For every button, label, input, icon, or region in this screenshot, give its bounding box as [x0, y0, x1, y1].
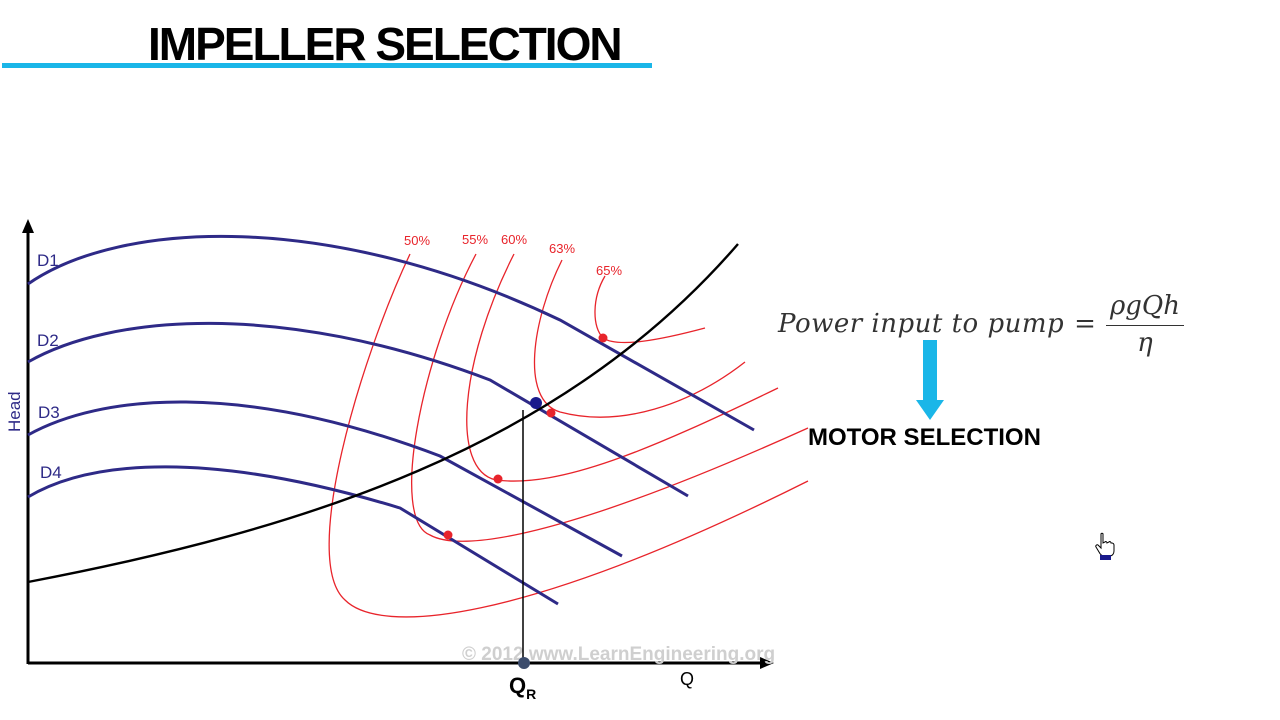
impeller-curves [27, 234, 755, 606]
formula-equals: = [1074, 309, 1096, 339]
impeller-curve-d3 [27, 400, 623, 558]
motor-selection-label: MOTOR SELECTION [808, 424, 1041, 451]
axes [22, 219, 774, 669]
formula-lhs: Power input to pump [778, 309, 1065, 339]
efficiency-point [546, 408, 556, 418]
efficiency-label-63: 63% [549, 241, 575, 256]
impeller-label-d4: D4 [40, 463, 62, 482]
formula-numerator: ρgQh [1105, 291, 1184, 326]
efficiency-contour-55 [411, 253, 809, 542]
down-arrow-icon [916, 340, 944, 420]
hand-cursor-icon [1095, 532, 1115, 560]
impeller-curve-d4 [27, 465, 559, 606]
efficiency-label-50: 50% [404, 233, 430, 248]
efficiency-label-55: 55% [462, 232, 488, 247]
operating-flow-label: QR [509, 673, 536, 702]
watermark: © 2012 www.LearnEngineering.org [462, 644, 775, 665]
impeller-curve-d1 [27, 234, 755, 432]
operating-point [530, 397, 542, 409]
operating-flow-label-subscript: R [526, 686, 536, 702]
efficiency-label-65: 65% [596, 263, 622, 278]
slide-title: IMPELLER SELECTION [148, 18, 623, 70]
impeller-label-d2: D2 [37, 331, 59, 350]
x-axis-label: Q [680, 669, 694, 689]
y-axis-label: Head [5, 391, 24, 432]
operating-flow-axis-marker [518, 657, 530, 669]
impeller-label-d1: D1 [37, 251, 59, 270]
efficiency-point [443, 530, 453, 540]
efficiency-contour-50 [328, 253, 809, 618]
efficiency-contours [328, 253, 809, 618]
efficiency-contour-65 [594, 275, 706, 344]
y-axis-arrowhead [22, 219, 34, 233]
system-curve [27, 243, 739, 584]
efficiency-contour-60 [466, 253, 779, 482]
efficiency-point [598, 333, 608, 343]
formula-fraction: ρgQh η [1105, 291, 1184, 358]
efficiency-point [493, 474, 503, 484]
title-underline [2, 63, 652, 68]
impeller-curve-d2 [27, 321, 689, 498]
x-axis-arrowhead [760, 657, 774, 669]
efficiency-label-60: 60% [501, 232, 527, 247]
efficiency-labels: 50% 55% 60% 63% 65% [404, 232, 622, 278]
efficiency-points [443, 333, 608, 540]
impeller-labels: D1 D2 D3 D4 [37, 251, 62, 482]
formula-denominator: η [1137, 327, 1153, 358]
operating-flow-label-main: Q [509, 673, 526, 698]
power-formula: Power input to pump = ρgQh η [778, 284, 1184, 364]
impeller-label-d3: D3 [38, 403, 60, 422]
